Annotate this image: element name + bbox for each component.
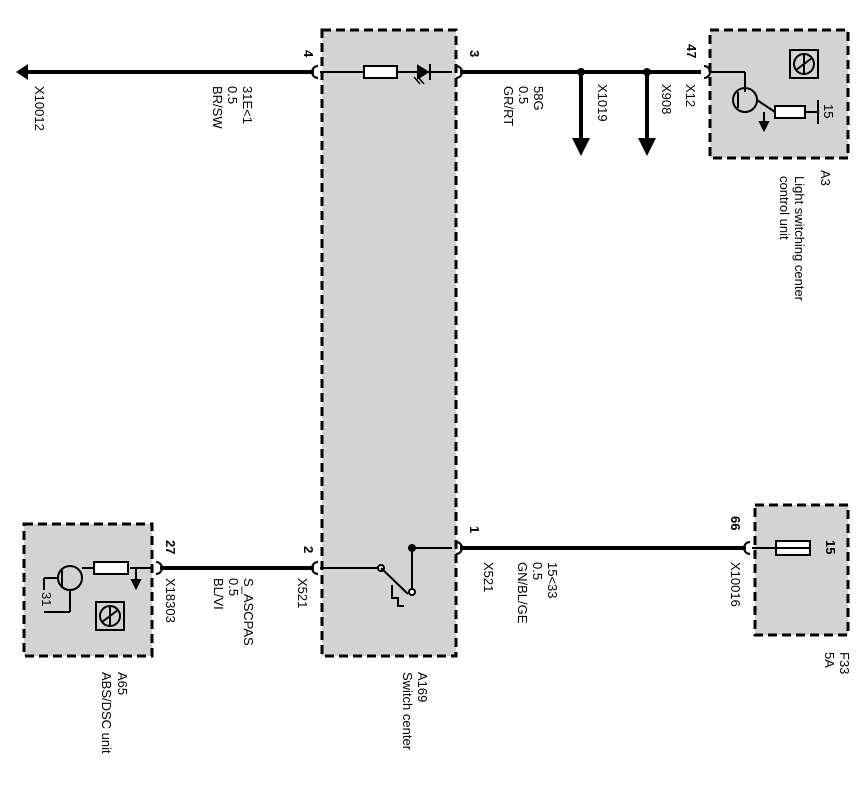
bottom-left-signal-label: S_ASCPAS [241,578,256,646]
pin-27-label: 27 [163,540,178,554]
top-right-size-label: 0.5 [516,86,531,104]
pin-3-label: 3 [467,50,482,57]
x12-label: X12 [683,84,698,107]
top-left-color-label: BR/SW [210,86,225,129]
control-unit-symbol-icon [789,49,819,79]
bottom-right-size-label: 0.5 [530,562,545,580]
a3-designation: A3 [818,170,833,186]
pin-1-label: 1 [467,526,482,533]
x521-left-label: X521 [295,578,310,608]
a169-designation: A169 [415,672,430,702]
bottom-right-signal-label: 15<33 [545,562,560,599]
fuse-terminal-15-label: 15 [823,540,838,554]
switch-center-name: Switch center [400,672,415,751]
x908-label: X908 [659,84,674,114]
top-right-signal-label: 58G [531,86,546,111]
top-left-signal-label: 31E<1 [240,86,255,124]
pin1-connector-icon [455,541,463,555]
x1019-branch [572,68,590,156]
a3-terminal-15-label: 15 [821,104,836,118]
a3-name-line2: control unit [777,176,792,240]
fuse-icon [775,540,811,556]
x10012-terminal-arrow [16,64,28,80]
pin-4-label: 4 [301,50,316,58]
bottom-left-color-label: BL/VI [211,578,226,610]
x521-right-label: X521 [481,562,496,592]
a65-name: ABS/DSC unit [99,672,114,754]
pin-2-label: 2 [301,546,316,553]
light-switching-transistor-icon [710,71,819,133]
pin4-connector-icon [311,65,319,79]
switch-contact-icon [377,544,452,607]
fuse-box [753,503,850,637]
light-switching-center-box [708,28,850,160]
a3-name-line1: Light switching center [792,176,807,302]
resistor-icon [363,65,398,79]
bottom-right-color-label: GN/BL/GE [515,562,530,624]
x10012-label: X10012 [32,86,47,131]
x908-branch [638,68,656,156]
pin2-connector-icon [311,561,319,575]
bottom-left-size-label: 0.5 [226,578,241,596]
x1019-label: X1019 [595,84,610,122]
led-icon [397,64,452,85]
abs-dsc-unit-box [22,522,154,658]
pin66-connector-icon [743,541,751,555]
a65-terminal-31-label: 31 [39,592,54,606]
pin-47-label: 47 [684,44,699,58]
x18303-label: X18303 [163,578,178,623]
top-right-color-label: GR/RT [501,86,516,126]
pin47-connector-icon [703,65,711,79]
a65-designation: A65 [115,672,130,695]
pin-66-label: 66 [728,516,743,530]
f33-rating: 5A [822,652,837,668]
abs-transistor-icon [43,561,152,613]
pin27-connector-icon [155,561,163,575]
x10016-label: X10016 [728,562,743,607]
abs-control-symbol-icon [95,601,125,631]
switch-center-box [320,28,458,658]
pin3-connector-icon [455,65,463,79]
top-left-size-label: 0.5 [225,86,240,104]
f33-designation: F33 [837,652,852,674]
